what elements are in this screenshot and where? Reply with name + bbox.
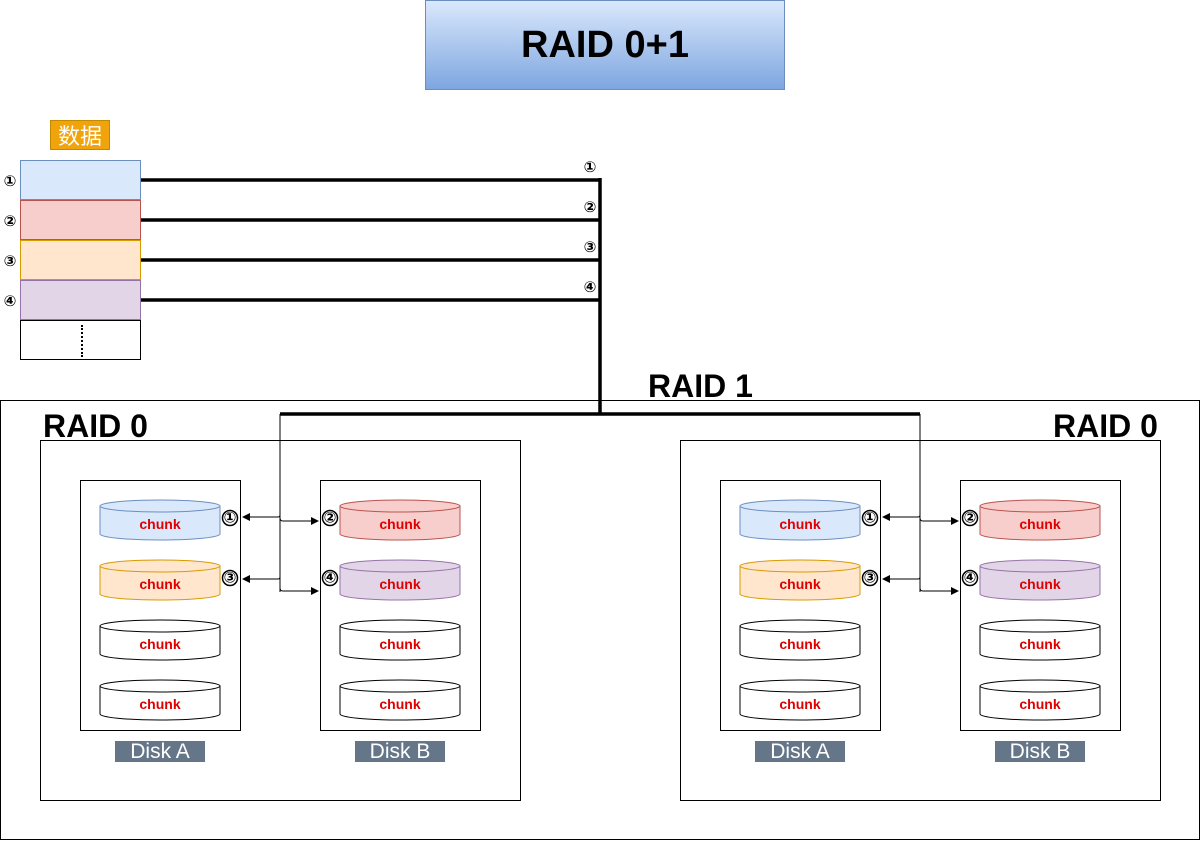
disk-b-right: [960, 480, 1121, 731]
disk-a-right-label: Disk A: [755, 741, 845, 762]
chunk-cylinder: chunk: [99, 619, 221, 661]
bus-number: ③: [584, 238, 597, 256]
chunk-label: chunk: [139, 576, 180, 592]
chunk-label: chunk: [379, 516, 420, 532]
disk-b-right-label: Disk B: [995, 741, 1085, 762]
chunk-number: ④: [961, 569, 979, 587]
chunk-number: ③: [221, 569, 239, 587]
chunk-label: chunk: [139, 516, 180, 532]
svg-text:③: ③: [864, 569, 877, 587]
chunk-cylinder: chunk: [739, 679, 861, 721]
svg-text:④: ④: [324, 569, 337, 587]
chunk-cylinder: chunk: [979, 559, 1101, 601]
data-block-number: ②: [4, 212, 17, 230]
ellipsis-dots: [81, 325, 83, 357]
chunk-cylinder: chunk: [979, 499, 1101, 541]
chunk-number: ①: [861, 509, 879, 527]
chunk-label: chunk: [379, 636, 420, 652]
distribution-lines: [242, 414, 959, 595]
chunk-cylinder: chunk: [99, 499, 221, 541]
data-label: 数据: [50, 120, 110, 150]
data-block: [20, 280, 141, 320]
chunk-cylinder: chunk: [739, 619, 861, 661]
svg-text:③: ③: [224, 569, 237, 587]
disk-a-left-label: Disk A: [115, 741, 205, 762]
data-block-number: ①: [4, 172, 17, 190]
chunk-label: chunk: [1019, 516, 1060, 532]
bus-number: ②: [584, 198, 597, 216]
bus-number: ①: [584, 158, 597, 176]
chunk-cylinder: chunk: [979, 619, 1101, 661]
chunk-label: chunk: [139, 696, 180, 712]
disk-b-left-label: Disk B: [355, 741, 445, 762]
data-bus: [141, 178, 920, 416]
svg-text:①: ①: [224, 509, 237, 527]
bus-number: ④: [584, 278, 597, 296]
chunk-label: chunk: [779, 636, 820, 652]
raid0-right-label: RAID 0: [1053, 408, 1158, 444]
chunk-label: chunk: [379, 576, 420, 592]
data-block-number: ④: [4, 292, 17, 310]
svg-text:②: ②: [324, 509, 337, 527]
chunk-cylinder: chunk: [339, 619, 461, 661]
disk-a-left: [80, 480, 241, 731]
data-block-more: [20, 320, 141, 360]
data-block: [20, 200, 141, 240]
chunk-label: chunk: [1019, 696, 1060, 712]
svg-text:①: ①: [864, 509, 877, 527]
chunk-number: ②: [321, 509, 339, 527]
chunk-label: chunk: [779, 516, 820, 532]
chunk-number: ④: [321, 569, 339, 587]
chunk-number: ③: [861, 569, 879, 587]
svg-text:②: ②: [964, 509, 977, 527]
data-block-number: ③: [4, 252, 17, 270]
chunk-cylinder: chunk: [339, 499, 461, 541]
disk-b-left: [320, 480, 481, 731]
raid0-left-label: RAID 0: [43, 408, 148, 444]
chunk-cylinder: chunk: [979, 679, 1101, 721]
chunk-number: ②: [961, 509, 979, 527]
chunk-number: ①: [221, 509, 239, 527]
chunk-label: chunk: [379, 696, 420, 712]
chunk-cylinder: chunk: [99, 559, 221, 601]
data-block: [20, 160, 141, 200]
data-block: [20, 240, 141, 280]
chunk-label: chunk: [1019, 576, 1060, 592]
chunk-cylinder: chunk: [739, 559, 861, 601]
chunk-label: chunk: [1019, 636, 1060, 652]
chunk-cylinder: chunk: [99, 679, 221, 721]
chunk-cylinder: chunk: [339, 679, 461, 721]
chunk-label: chunk: [139, 636, 180, 652]
disk-a-right: [720, 480, 881, 731]
raid1-label: RAID 1: [648, 368, 753, 404]
svg-text:④: ④: [964, 569, 977, 587]
chunk-cylinder: chunk: [339, 559, 461, 601]
chunk-cylinder: chunk: [739, 499, 861, 541]
diagram-title: RAID 0+1: [425, 0, 785, 90]
chunk-label: chunk: [779, 576, 820, 592]
chunk-label: chunk: [779, 696, 820, 712]
